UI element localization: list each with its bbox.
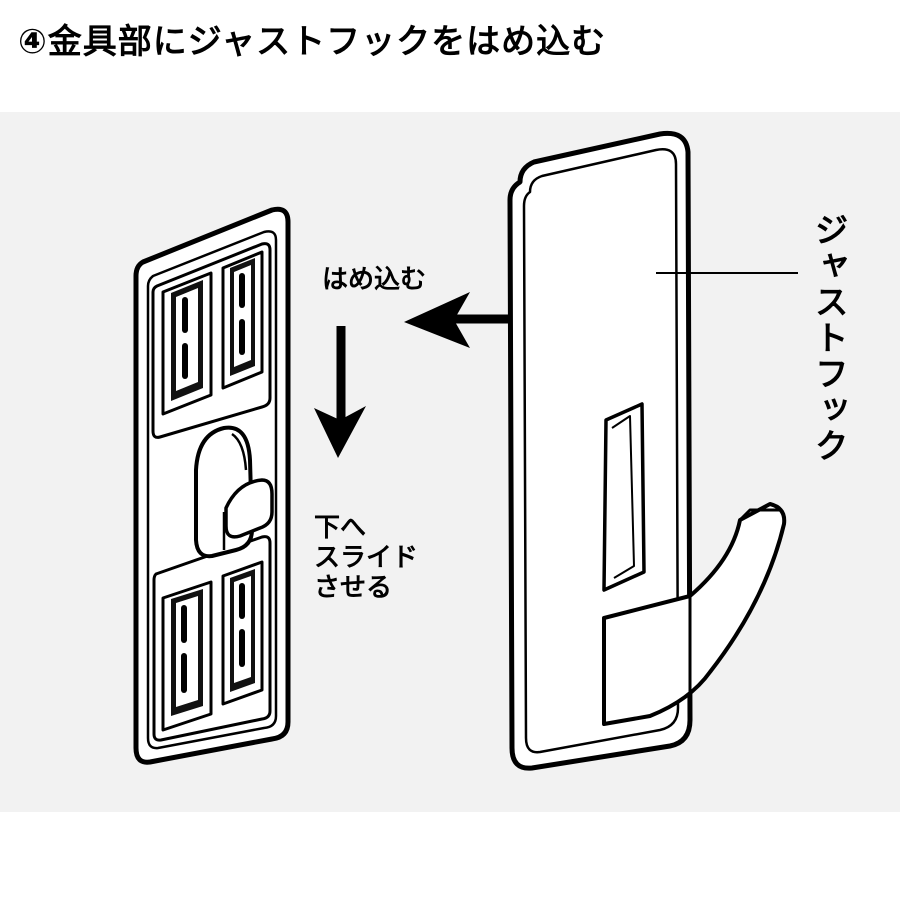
lower-right-slot (221, 560, 264, 706)
just-hook (507, 130, 798, 771)
just-hook-label: ジャストフック (808, 212, 849, 464)
arrow-down-icon (314, 326, 366, 458)
upper-right-slot (221, 250, 264, 390)
upper-left-slot (161, 271, 213, 416)
slide-label-line-1: 下へ (314, 513, 367, 543)
slide-label-line-3: させる (314, 572, 393, 603)
center-latch (194, 425, 274, 559)
lower-left-slot (161, 580, 213, 732)
page-title: ④金具部にジャストフックをはめ込む (18, 22, 607, 62)
wall-bracket (133, 206, 291, 765)
arrow-left-icon (404, 292, 508, 348)
slide-down-label: 下へ スライド させる (314, 513, 419, 604)
slide-label-line-2: スライド (314, 542, 419, 573)
insert-label: はめ込む (322, 265, 427, 295)
